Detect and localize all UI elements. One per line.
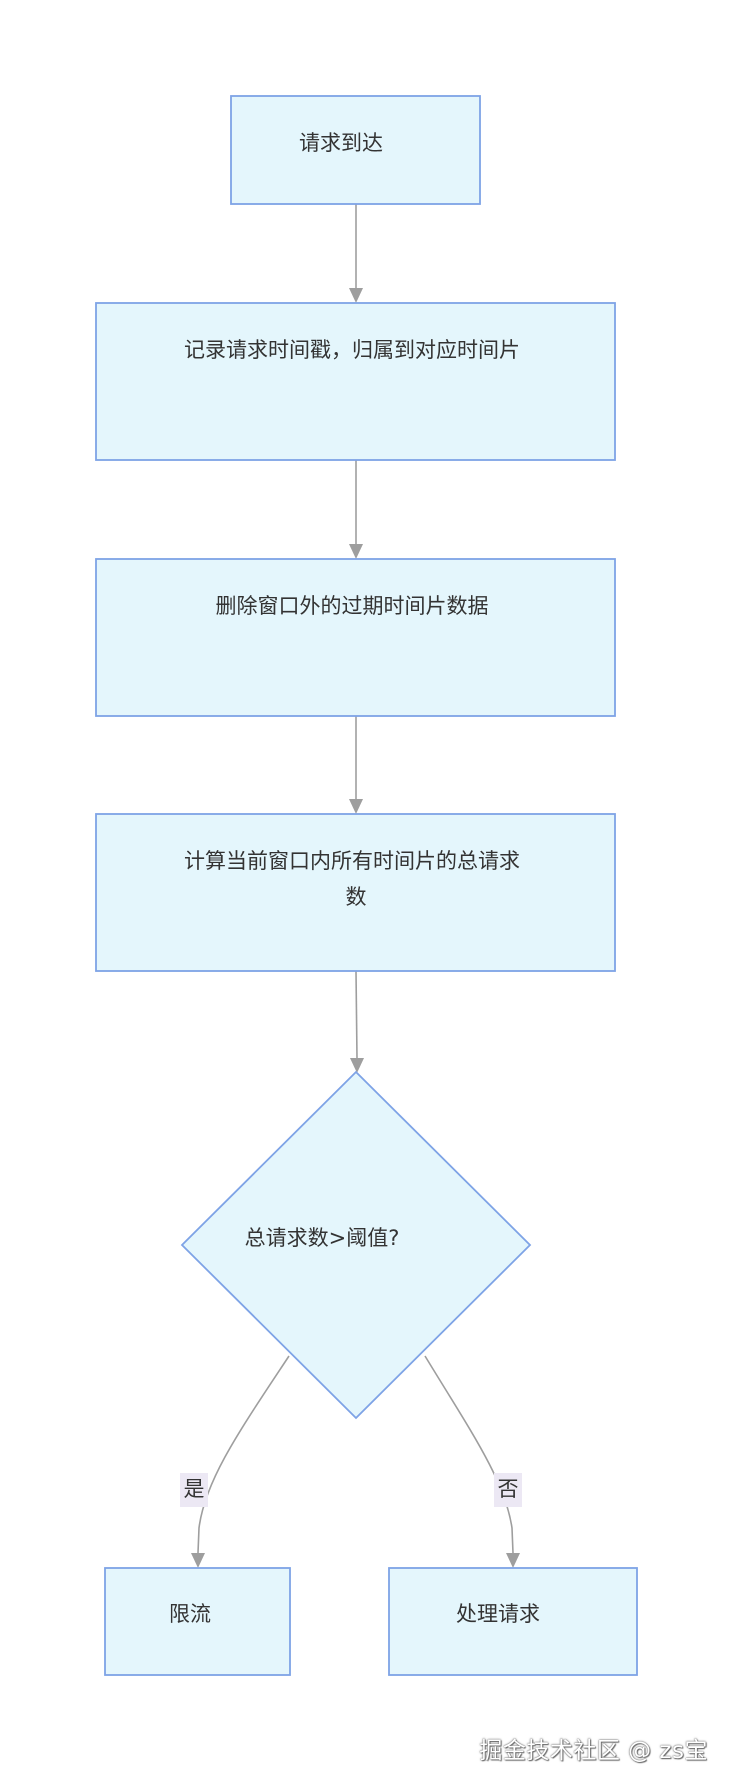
edge-decision-to-process <box>424 1355 514 1554</box>
edge-calc-to-decision <box>355 970 358 1059</box>
edge-label-no-text: 否 <box>498 1477 519 1501</box>
node-rate-limit: 限流 <box>104 1567 291 1676</box>
arrow-head <box>191 1553 205 1568</box>
node-calc-total-label-line1: 计算当前窗口内所有时间片的总请求 <box>184 849 520 873</box>
arrow-head <box>349 544 363 559</box>
edge-label-no: 否 <box>494 1473 522 1507</box>
node-record-timestamp-label: 记录请求时间戳，归属到对应时间片 <box>184 338 520 362</box>
node-calc-total-label-line2: 数 <box>346 885 367 909</box>
edges <box>191 204 520 1568</box>
node-request-arrives: 请求到达 <box>230 95 481 205</box>
node-delete-expired-label: 删除窗口外的过期时间片数据 <box>216 594 489 618</box>
node-decision-label: 总请求数>阈值? <box>245 1226 400 1250</box>
node-rate-limit-label: 限流 <box>169 1602 211 1626</box>
node-request-arrives-label: 请求到达 <box>299 131 383 155</box>
arrow-head <box>350 1058 364 1073</box>
node-decision: 总请求数>阈值? <box>180 1070 532 1420</box>
node-calc-total: 计算当前窗口内所有时间片的总请求 数 <box>95 813 616 972</box>
node-record-timestamp: 记录请求时间戳，归属到对应时间片 <box>95 302 616 461</box>
edge-decision-to-limit <box>197 1355 290 1554</box>
watermark-text: 掘金技术社区 @ zs宝 <box>479 1738 708 1764</box>
node-delete-expired: 删除窗口外的过期时间片数据 <box>95 558 616 717</box>
arrow-head <box>349 288 363 303</box>
arrow-head <box>506 1553 520 1568</box>
edge-label-yes: 是 <box>180 1473 208 1507</box>
arrow-head <box>349 799 363 814</box>
node-process-request: 处理请求 <box>388 1567 638 1676</box>
edge-label-yes-text: 是 <box>184 1477 205 1501</box>
node-process-request-label: 处理请求 <box>456 1602 540 1626</box>
